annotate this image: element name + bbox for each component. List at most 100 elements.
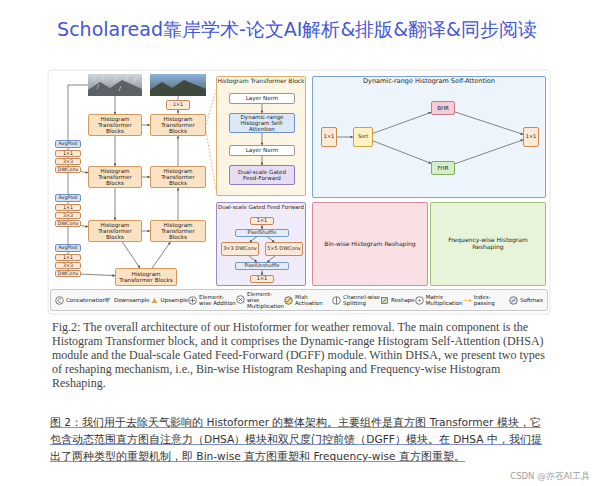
connector-group	[262, 225, 263, 229]
legend-symbol	[380, 296, 389, 305]
box-label: 1×1	[526, 134, 537, 140]
box-label: 1×1	[257, 218, 268, 224]
connector	[68, 202, 69, 204]
legend-glyph	[415, 296, 423, 304]
legend-item: Channel-wise Splitting	[332, 294, 380, 306]
box-label: BHR	[437, 105, 449, 111]
connector-group	[68, 157, 69, 158]
conv-box: DWConv	[55, 166, 81, 173]
box-label: Sort	[358, 134, 368, 140]
connector	[142, 177, 150, 178]
box-label: 1×1	[324, 134, 335, 140]
box-label: FHR	[437, 165, 448, 171]
conv-box: 3×3	[55, 158, 81, 165]
panel-heading: Dual-scale Gated Feed Forward	[217, 203, 305, 210]
legend-glyph	[237, 296, 245, 304]
panel-heading: Histogram Transformer Block	[217, 77, 305, 85]
connector	[68, 269, 69, 270]
norm-box: Layer Norm	[229, 145, 295, 156]
legend-glyph	[56, 296, 64, 304]
box-label: AvgPool	[59, 245, 78, 250]
connector	[115, 136, 116, 166]
transformer-block: Histogram Transformer Blocks	[88, 166, 142, 188]
connector-group	[142, 231, 150, 232]
connector	[267, 256, 275, 262]
legend-symbol	[463, 296, 472, 305]
legend-item: Downsample	[103, 296, 150, 305]
legend-glyph	[105, 298, 111, 303]
legend-item: Mish Activation	[284, 294, 332, 306]
caption-translation: 图 2：我们用于去除天气影响的 Histoformer 的整体架构。主要组件是直…	[50, 414, 546, 465]
connector	[178, 136, 179, 166]
page-title: Scholaread靠岸学术-论文AI解析&排版&翻译&同步阅读	[0, 17, 594, 43]
connector	[152, 242, 170, 268]
connector	[68, 261, 69, 262]
legend-label: Index-passing	[474, 294, 509, 306]
box-label: 3×3	[63, 159, 73, 164]
connector	[250, 237, 257, 242]
conv-box: 1×1	[523, 127, 539, 147]
connector	[68, 211, 69, 212]
box-label: DWConv	[58, 271, 79, 276]
transformer-block: Histogram Transformer Blocks	[88, 220, 142, 242]
legend-label: Softmax	[520, 297, 543, 303]
connector	[81, 274, 115, 276]
legend-box: ConcatenationDownsampleUpsampleElement-w…	[50, 289, 548, 311]
connector-group	[142, 125, 150, 126]
reshape-panel: Bin-wise Histogram Reshaping	[312, 202, 428, 286]
box-label: AvgPool	[59, 141, 78, 146]
legend-glyph	[190, 298, 195, 303]
connector-group	[373, 141, 431, 163]
connector	[178, 110, 179, 114]
connector-group	[455, 140, 523, 164]
legend-label: Element-wise Multiplication	[247, 291, 284, 309]
conv-box: 1×1	[250, 217, 274, 225]
box-label: Dynamic-range Histogram Self-Attention	[231, 114, 293, 132]
legend-glyph	[382, 297, 388, 303]
legend-item: Upsample	[150, 296, 189, 305]
legend-item: Element-wise Addition	[188, 294, 236, 306]
box-label: Histogram Transformer Blocks	[90, 222, 140, 240]
wire	[68, 173, 69, 194]
connector	[373, 141, 431, 163]
ffn-panel: Dual-scale Gated Feed Forward 1×1PixelShu…	[216, 202, 306, 286]
input-photo	[93, 75, 136, 91]
legend-glyph	[239, 298, 242, 301]
legend-label: Matrix Multiplication	[426, 294, 463, 306]
reshape-box: BHR	[431, 101, 455, 115]
box-label: 1×1	[63, 151, 73, 156]
shuffle-box: PixelShuffle	[235, 229, 289, 237]
box-label: 3×3	[63, 263, 73, 268]
connector	[81, 172, 88, 173]
legend-label: Reshape	[391, 297, 415, 303]
transformer-block: Histogram Transformer Blocks	[88, 114, 142, 136]
conv-box: 1×1	[55, 254, 81, 261]
connector-group	[142, 177, 150, 178]
figure-caption: Fig.2: The overall architecture of our H…	[52, 320, 546, 390]
connector	[68, 148, 69, 150]
legend-item: Reshape	[380, 296, 415, 305]
legend-label: Concatenation	[66, 297, 106, 303]
transformer-block: Histogram Transformer Blocks	[150, 166, 206, 188]
legend-glyph	[512, 298, 515, 302]
conv-box: 1×1	[166, 100, 190, 110]
box-label: PixelUnshuffle	[244, 263, 279, 269]
connector	[268, 237, 275, 242]
conv-box: DWConv	[55, 270, 81, 277]
connector-group	[267, 256, 275, 262]
connector-group	[249, 256, 257, 262]
conv-box: 1×1	[321, 127, 337, 147]
connector-group	[68, 165, 69, 166]
legend-item: Softmax	[509, 296, 543, 305]
box-label: 3×3	[63, 213, 73, 218]
connector	[455, 140, 523, 164]
connector-group	[68, 202, 69, 204]
box-label: Layer Norm	[246, 147, 279, 153]
box-label: 1×1	[63, 255, 73, 260]
legend-symbol	[150, 296, 159, 305]
box-label: 1×1	[173, 102, 183, 107]
box-label: Histogram Transformer Blocks	[152, 116, 204, 134]
connector-group	[262, 156, 263, 165]
box-label: PixelShuffle	[248, 230, 277, 236]
